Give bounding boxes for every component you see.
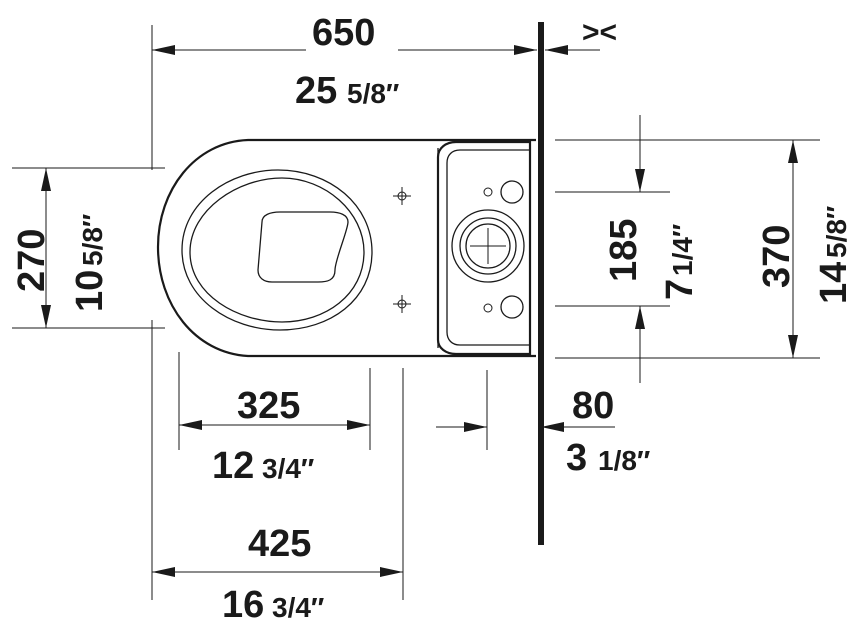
front-to-outlet-inch-frac: 3/4″	[272, 592, 324, 623]
tank-width-inch-frac: 5/8″	[821, 206, 852, 258]
overall-width-inch-whole: 10	[69, 270, 111, 312]
bolt-spacing-mm: 185	[603, 219, 645, 282]
wall-clearance-symbol: ><	[582, 16, 617, 49]
dimension-overall-length: 650 25 5/8″	[151, 12, 537, 170]
bolt-spacing-inch-whole: 7	[659, 279, 701, 300]
dimension-front-to-outlet: 425 16 3/4″	[151, 320, 404, 626]
dimension-tank-width: 370 14 5/8″	[555, 139, 855, 359]
wall-clearance-arrow	[545, 45, 600, 55]
dimension-front-to-fixing: 325 12 3/4″	[178, 352, 371, 487]
wall-to-outlet-mm: 80	[572, 385, 614, 427]
front-to-fixing-inch-frac: 3/4″	[262, 453, 314, 484]
overall-width-inch-frac: 5/8″	[77, 214, 108, 266]
fixing-point-top	[393, 187, 493, 205]
front-to-fixing-mm: 325	[237, 385, 300, 427]
tank-width-inch-whole: 14	[813, 262, 855, 304]
front-to-outlet-inch-whole: 16	[222, 584, 264, 626]
overall-length-inch-whole: 25	[295, 70, 337, 112]
fixing-point-bottom	[393, 295, 493, 313]
dimension-wall-to-outlet: 80 3 1/8″	[436, 370, 650, 479]
overall-length-mm: 650	[312, 12, 375, 54]
overall-width-mm: 270	[11, 229, 53, 292]
dimension-overall-width: 270 10 5/8″	[11, 167, 165, 329]
tank-width-mm: 370	[756, 225, 798, 288]
toilet-outline	[156, 138, 536, 358]
front-to-fixing-inch-whole: 12	[212, 445, 254, 487]
front-to-outlet-mm: 425	[248, 523, 311, 565]
overall-length-inch-frac: 5/8″	[347, 78, 399, 109]
wall-to-outlet-inch-whole: 3	[566, 437, 587, 479]
bolt-spacing-inch-frac: 1/4″	[667, 224, 698, 276]
wall-to-outlet-inch-frac: 1/8″	[598, 445, 650, 476]
dimension-bolt-spacing: 185 7 1/4″	[555, 115, 701, 383]
